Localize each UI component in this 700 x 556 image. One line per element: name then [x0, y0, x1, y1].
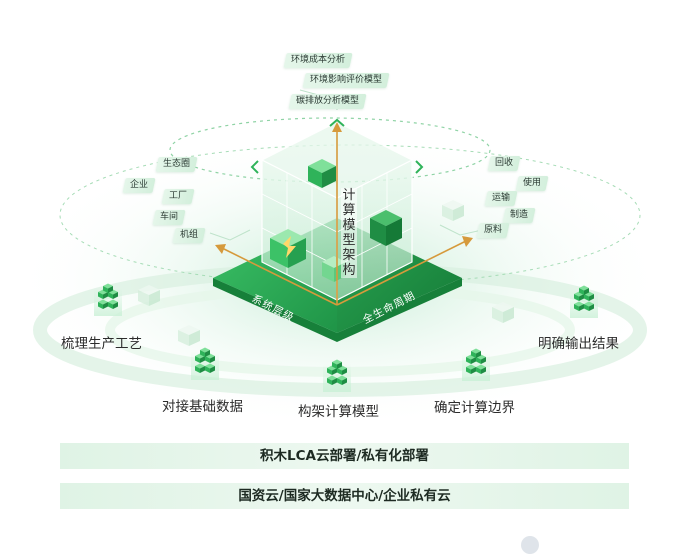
- page-indicator-dot[interactable]: [521, 536, 539, 554]
- block-left-bolt: [270, 229, 306, 268]
- cube-stack-icon: [327, 359, 347, 385]
- chevron-right-icon: [415, 160, 424, 174]
- cube-stack-icon: [195, 347, 215, 373]
- floating-cube-left2: [178, 325, 200, 346]
- tag-level-5: 机组: [172, 228, 206, 243]
- cube-stack-icon: [574, 285, 594, 311]
- cube-stack-icon: [466, 348, 486, 374]
- cloud-bar: 国资云/国家大数据中心/企业私有云: [60, 483, 629, 509]
- tag-stage-3: 运输: [484, 191, 518, 206]
- axis-right: [336, 240, 467, 306]
- step-label-4: 确定计算边界: [434, 400, 515, 416]
- tag-top-model-1: 环境成本分析: [283, 53, 353, 68]
- tag-level-3: 工厂: [161, 189, 195, 204]
- tag-top-model-2: 环境影响评价模型: [302, 73, 390, 88]
- tag-level-1: 生态圈: [155, 157, 198, 172]
- tag-stage-1: 回收: [487, 156, 521, 171]
- floating-cube-right2: [442, 200, 464, 221]
- tag-stage-2: 使用: [515, 176, 549, 191]
- tag-stage-4: 制造: [502, 208, 536, 223]
- cube-stack-icon: [98, 283, 118, 309]
- tag-level-4: 车间: [152, 210, 186, 225]
- tag-top-model-3: 碳排放分析模型: [288, 94, 367, 109]
- leader-right: [439, 224, 483, 236]
- tag-stage-5: 原料: [476, 223, 510, 238]
- axis-left-arrow: [215, 244, 226, 254]
- step-label-5: 明确输出结果: [538, 336, 619, 352]
- chevron-left-icon: [250, 160, 259, 174]
- tag-level-2: 企业: [122, 178, 156, 193]
- block-right: [370, 210, 402, 246]
- axis-vertical-arrow: [332, 122, 342, 132]
- block-top: [308, 159, 336, 188]
- leader-left: [209, 229, 251, 241]
- step-label-1: 梳理生产工艺: [61, 336, 142, 352]
- deployment-bar: 积木LCA云部署/私有化部署: [60, 443, 629, 469]
- vertical-axis-label: 计算模型架构: [341, 188, 357, 278]
- axis-right-arrow: [462, 236, 473, 247]
- axis-left: [221, 247, 338, 306]
- step-label-2: 对接基础数据: [162, 399, 243, 415]
- chevron-up-icon: [329, 118, 345, 127]
- floating-cube-right: [492, 302, 514, 323]
- step-label-3: 构架计算模型: [298, 404, 379, 420]
- floating-cube-left: [138, 285, 160, 306]
